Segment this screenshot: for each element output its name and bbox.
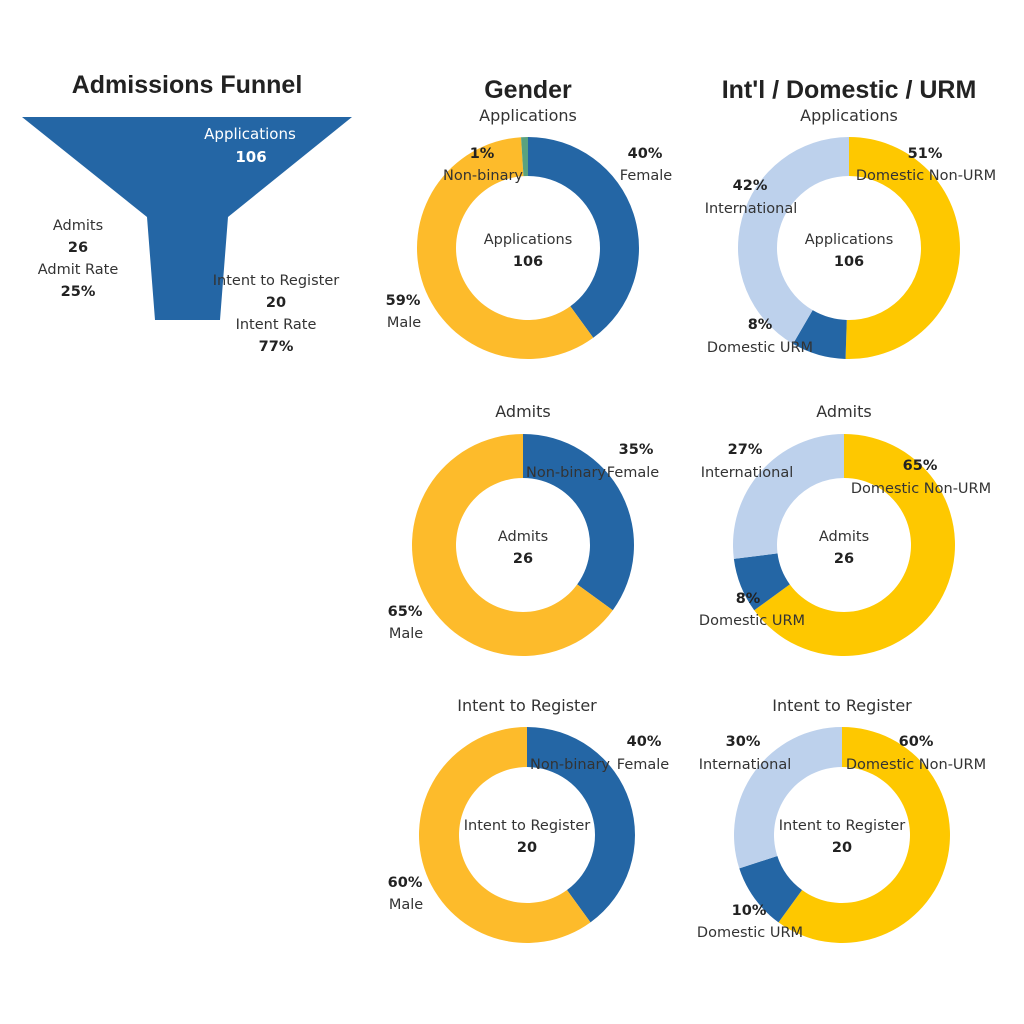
slice-label-nonbinary-pct: 1%: [470, 146, 495, 162]
slice-label-domestic-nonurm-pct: 65%: [903, 458, 938, 474]
slice-label-domestic-nonurm-pct: 51%: [908, 146, 943, 162]
slice-label-male-pct: 59%: [386, 293, 421, 309]
slice-label-nonbinary-name: Non-binary: [443, 168, 523, 184]
slice-international: [737, 137, 849, 344]
slice-label-international-name: International: [701, 465, 794, 481]
donut-intl-admits: [733, 434, 955, 656]
slice-domestic-urm: [793, 310, 847, 359]
slice-label-domestic-urm-name: Domestic URM: [697, 925, 803, 941]
slice-label-domestic-nonurm-pct: 60%: [899, 734, 934, 750]
slice-female: [523, 434, 634, 611]
intl-heading: Int'l / Domestic / URM: [722, 76, 977, 104]
donut-gender-applications-center-label: Applications: [484, 232, 573, 248]
slice-international: [733, 727, 842, 869]
slice-label-domestic-nonurm-name: Domestic Non-URM: [846, 757, 986, 773]
slice-domestic-non-urm: [845, 137, 960, 359]
slice-label-international-pct: 30%: [726, 734, 761, 750]
funnel-stage-value-admits: 26: [68, 240, 88, 256]
funnel-admit-rate-label: Admit Rate: [38, 262, 119, 278]
donut-gender-admits-title: Admits: [495, 402, 550, 421]
donut-gender-applications: [417, 137, 639, 359]
slice-label-domestic-urm-name: Domestic URM: [707, 340, 813, 356]
slice-male: [412, 434, 613, 656]
donut-intl-applications-center-label: Applications: [805, 232, 894, 248]
slice-male: [417, 137, 594, 359]
slice-female: [528, 137, 639, 338]
donut-intl-intent-center-value: 20: [832, 840, 852, 856]
funnel-stage-name-intent: Intent to Register: [213, 273, 339, 289]
slice-male: [419, 727, 591, 944]
donut-intl-intent-title: Intent to Register: [772, 696, 912, 715]
funnel-stage-value-applications: 106: [235, 148, 266, 166]
funnel-stage-value-intent: 20: [266, 295, 286, 311]
slice-label-international-name: International: [705, 201, 798, 217]
slice-label-international-name: International: [699, 757, 792, 773]
funnel-admit-rate-value: 25%: [61, 284, 96, 300]
slice-female: [527, 727, 636, 923]
slice-label-domestic-urm-pct: 8%: [748, 317, 773, 333]
slice-label-male-name: Male: [389, 897, 423, 913]
funnel-intent-rate-label: Intent Rate: [236, 317, 317, 333]
slice-label-female-pct: 40%: [628, 146, 663, 162]
slice-label-domestic-nonurm-name: Domestic Non-URM: [851, 481, 991, 497]
donut-gender-intent-title: Intent to Register: [457, 696, 597, 715]
slice-label-female-name: Female: [620, 168, 673, 184]
slice-label-domestic-urm-name: Domestic URM: [699, 613, 805, 629]
donut-gender-intent-center-label: Intent to Register: [464, 818, 590, 834]
slice-non-binary: [521, 137, 528, 177]
slice-label-nonbinary-name: Non-binary: [530, 757, 610, 773]
funnel-stage-name-admits: Admits: [53, 218, 103, 234]
funnel-intent-rate-value: 77%: [259, 339, 294, 355]
donut-intl-admits-title: Admits: [816, 402, 871, 421]
donut-intl-applications-center-value: 106: [834, 254, 864, 270]
slice-domestic-non-urm: [754, 434, 955, 656]
donut-intl-applications: [737, 137, 960, 359]
slice-label-nonbinary-name: Non-binary: [526, 465, 606, 481]
funnel-shape: [22, 117, 352, 320]
slice-label-domestic-urm-pct: 8%: [736, 591, 761, 607]
slice-domestic-urm: [739, 856, 803, 923]
slice-international: [733, 434, 844, 559]
donut-intl-admits-center-value: 26: [834, 551, 854, 567]
funnel-stage-name-applications: Applications: [204, 125, 296, 143]
donut-gender-admits-center-label: Admits: [498, 529, 548, 545]
slice-label-female-name: Female: [607, 465, 660, 481]
slice-label-domestic-nonurm-name: Domestic Non-URM: [856, 168, 996, 184]
slice-label-male-pct: 60%: [388, 875, 423, 891]
donut-gender-admits-center-value: 26: [513, 551, 533, 567]
slice-label-male-name: Male: [387, 315, 421, 331]
donut-intl-applications-title: Applications: [800, 106, 898, 125]
donut-gender-applications-center-value: 106: [513, 254, 543, 270]
slice-label-male-pct: 65%: [388, 604, 423, 620]
donut-gender-applications-title: Applications: [479, 106, 577, 125]
donut-gender-admits: [412, 434, 634, 656]
donut-intl-intent: [733, 727, 950, 943]
slice-label-male-name: Male: [389, 626, 423, 642]
slice-label-female-name: Female: [617, 757, 670, 773]
slice-domestic-non-urm: [778, 727, 950, 943]
slice-label-female-pct: 40%: [627, 734, 662, 750]
donut-intl-admits-center-label: Admits: [819, 529, 869, 545]
slice-label-domestic-urm-pct: 10%: [732, 903, 767, 919]
gender-heading: Gender: [484, 76, 572, 104]
slice-label-international-pct: 27%: [728, 442, 763, 458]
funnel-heading: Admissions Funnel: [72, 71, 303, 99]
donut-gender-intent: [419, 727, 636, 944]
donut-intl-intent-center-label: Intent to Register: [779, 818, 905, 834]
slice-label-female-pct: 35%: [619, 442, 654, 458]
slice-label-international-pct: 42%: [733, 178, 768, 194]
slice-domestic-urm: [733, 553, 790, 611]
donut-gender-intent-center-value: 20: [517, 840, 537, 856]
